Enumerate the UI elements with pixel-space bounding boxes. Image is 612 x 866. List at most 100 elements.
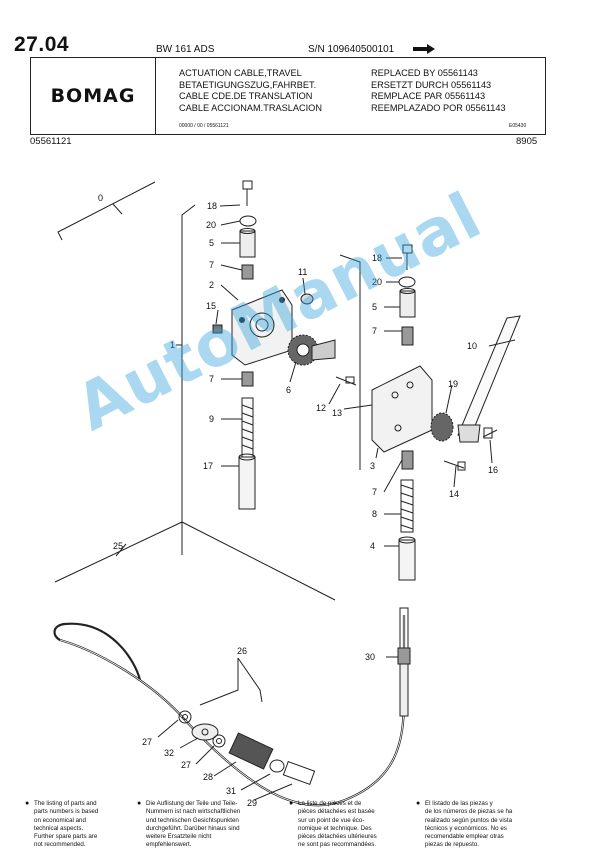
gear-6 [287, 334, 336, 366]
replaced-fr: REMPLACE PAR 05561143 [371, 91, 486, 101]
cap-11 [300, 293, 314, 305]
footer-line: nomique et technique. Des [298, 824, 372, 832]
title-block: BOMAG ACTUATION CABLE,TRAVEL BETAETIGUNG… [30, 57, 546, 135]
footer-line: empfehlenswert. [146, 841, 192, 849]
footer-line: ne sont pas recommandées. [298, 841, 377, 849]
footer-line: durchgeführt. Darüber hinaus sind [146, 824, 240, 832]
title-en: ACTUATION CABLE,TRAVEL [179, 68, 302, 78]
cable-assembly-25 [53, 607, 411, 807]
nut-27-lower [212, 734, 226, 748]
drawing-code: E05430 [509, 123, 527, 129]
callout-7d: 7 [372, 487, 377, 497]
footer-line: El listado de las piezas y [425, 800, 493, 807]
nipple-7-left [241, 264, 254, 280]
nipple-7-lower [401, 450, 414, 470]
nut-15 [212, 324, 223, 334]
callout-27: 27 [142, 737, 152, 747]
nut-20-left [239, 215, 257, 227]
replaced-en: REPLACED BY 05561143 [371, 68, 478, 78]
callout-25: 25 [113, 541, 123, 551]
disc-19 [430, 412, 454, 442]
page-number: 27.04 [14, 33, 70, 56]
callout-9: 9 [209, 414, 214, 424]
footer-line: und technischen Gesichtspunkten [146, 816, 239, 824]
callout-14: 14 [449, 489, 459, 499]
callout-11: 11 [298, 267, 307, 277]
spring-8 [400, 479, 414, 533]
callout-26: 26 [237, 646, 247, 656]
replaced-by-list: REPLACED BY 05561143 ERSETZT DURCH 05561… [371, 68, 506, 114]
callout-20: 20 [206, 220, 216, 230]
callout-13: 13 [332, 408, 342, 418]
replaced-de: ERSETZT DURCH 05561143 [371, 79, 492, 90]
bullet-icon: ● [25, 800, 30, 807]
page-code: 05561121 [30, 136, 72, 147]
sleeve-5-right [399, 288, 416, 318]
callout-30: 30 [365, 652, 375, 662]
callout-18b: 18 [372, 253, 382, 263]
footer-line: Further spare parts are [34, 833, 98, 841]
callout-0: 0 [98, 193, 103, 203]
callout-7: 7 [209, 260, 214, 270]
screw-14 [443, 460, 466, 471]
replaced-es: REEMPLAZADO POR 05561143 [371, 102, 506, 113]
model-designation: BW 161 ADS [156, 44, 215, 55]
footer-note-de: ● Die Auflistung der Teile und Teile- Nu… [137, 800, 278, 850]
footer-line: not recommended. [34, 841, 86, 849]
date-code: 8905 [516, 136, 538, 147]
callout-12: 12 [316, 403, 326, 413]
part-title-list: ACTUATION CABLE,TRAVEL BETAETIGUNGSZUG,F… [179, 68, 322, 114]
lever-10 [457, 315, 521, 443]
footer-line: técnicos y económicos. No es [425, 824, 507, 832]
callout-17: 17 [203, 461, 213, 471]
footer-line: parts numbers is based [34, 808, 99, 816]
callout-15: 15 [206, 301, 216, 311]
callout-29: 29 [247, 798, 257, 808]
callout-7b: 7 [209, 374, 214, 384]
screw-12 [335, 376, 357, 386]
footer-line: recomendable emplear otras [425, 833, 504, 841]
title-de: BETAETIGUNGSZUG,FAHRBET. [179, 79, 317, 90]
footer-line: weitere Ersatzteile nicht [146, 833, 212, 841]
footer-line: de los números de piezas se ha [425, 808, 513, 816]
callout-1: 1 [170, 340, 175, 350]
callout-16: 16 [488, 465, 498, 475]
footer-line: Nummern ist nach wirtschaftlichen [146, 808, 241, 816]
nut-31 [269, 759, 285, 773]
footer-line: pièces détachées est basée [298, 808, 375, 816]
callout-5b: 5 [372, 302, 377, 312]
nipple-7-right [401, 326, 414, 346]
bolt-18-left [242, 180, 253, 206]
callout-7c: 7 [372, 326, 377, 336]
sleeve-5-left [239, 228, 256, 258]
callout-8: 8 [372, 509, 377, 519]
callout-2: 2 [209, 280, 214, 290]
nut-27-upper [178, 710, 192, 724]
footer-line: realizado según puntos de vista [425, 816, 513, 824]
serial-number: S/N 109640500101 [308, 44, 395, 55]
bullet-icon: ● [137, 800, 142, 807]
callout-19: 19 [448, 379, 458, 389]
callout-5: 5 [209, 238, 214, 248]
bracket-3 [371, 365, 433, 453]
sleeve-17 [238, 453, 256, 510]
callout-6: 6 [286, 385, 291, 395]
callout-32: 32 [164, 748, 174, 758]
bushing-28 [228, 732, 274, 770]
callout-20b: 20 [372, 277, 382, 287]
footer-line: La liste de pièces et de [298, 800, 362, 807]
plate-32 [191, 723, 219, 741]
footer-note-fr: ● La liste de pièces et de pièces détach… [289, 800, 416, 850]
bracket-2 [231, 289, 293, 366]
title-fr: CABLE CDE.DE TRANSLATION [179, 91, 313, 101]
callout-28: 28 [203, 772, 213, 782]
footer-line: piezas de repuesto. [425, 841, 480, 849]
callout-31: 31 [226, 786, 236, 796]
footer-line: on economical and [34, 816, 86, 824]
callout-3: 3 [370, 461, 375, 471]
bullet-icon: ● [289, 800, 294, 807]
part-reference: 00000 / 00 / 05561121 [179, 123, 229, 129]
footer-note-en: ● The listing of parts and parts numbers… [25, 800, 152, 850]
footer-line: pièces détachées ultérieures [298, 833, 377, 841]
